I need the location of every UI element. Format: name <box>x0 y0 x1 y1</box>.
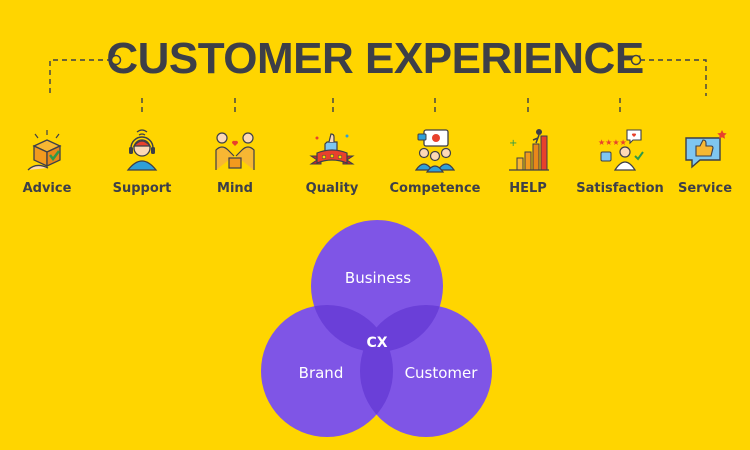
venn-label-customer: Customer <box>404 364 478 382</box>
chat-thumbs-up-icon <box>685 130 727 169</box>
item-support: Support <box>90 126 194 196</box>
connector-lines <box>49 54 707 114</box>
item-label: Competence <box>389 181 481 196</box>
venn-label-business: Business <box>344 269 412 287</box>
item-label: Advice <box>22 181 72 196</box>
handshake-people-icon <box>215 132 255 170</box>
growth-climb-icon: + <box>509 129 549 171</box>
item-label: HELP <box>509 181 547 196</box>
venn-label-brand: Brand <box>298 364 344 382</box>
item-competence: Competence <box>383 126 487 196</box>
svg-text:★★★★: ★★★★ <box>598 138 627 147</box>
item-service: Service <box>653 126 750 196</box>
rating-stars-icon: ★★★★ <box>598 129 644 171</box>
venn-label-center: CX <box>366 335 388 351</box>
ribbon-thumbs-up-icon <box>309 133 355 165</box>
team-presentation-icon <box>414 129 456 173</box>
item-label: Quality <box>305 181 359 196</box>
item-label: Mind <box>217 181 253 196</box>
item-satisfaction: ★★★★ Satisfaction <box>568 126 672 196</box>
item-label: Satisfaction <box>576 181 664 196</box>
venn-diagram <box>261 220 492 437</box>
svg-text:+: + <box>509 138 517 149</box>
item-advice: Advice <box>0 126 99 196</box>
item-help: + HELP <box>476 126 580 196</box>
item-label: Service <box>677 181 733 196</box>
item-label: Support <box>112 181 172 196</box>
headset-agent-icon <box>126 129 158 171</box>
page-title: CUSTOMER EXPERIENCE <box>106 34 644 83</box>
item-quality: Quality <box>280 126 384 196</box>
item-mind: Mind <box>183 126 287 196</box>
box-check-icon <box>27 130 62 171</box>
